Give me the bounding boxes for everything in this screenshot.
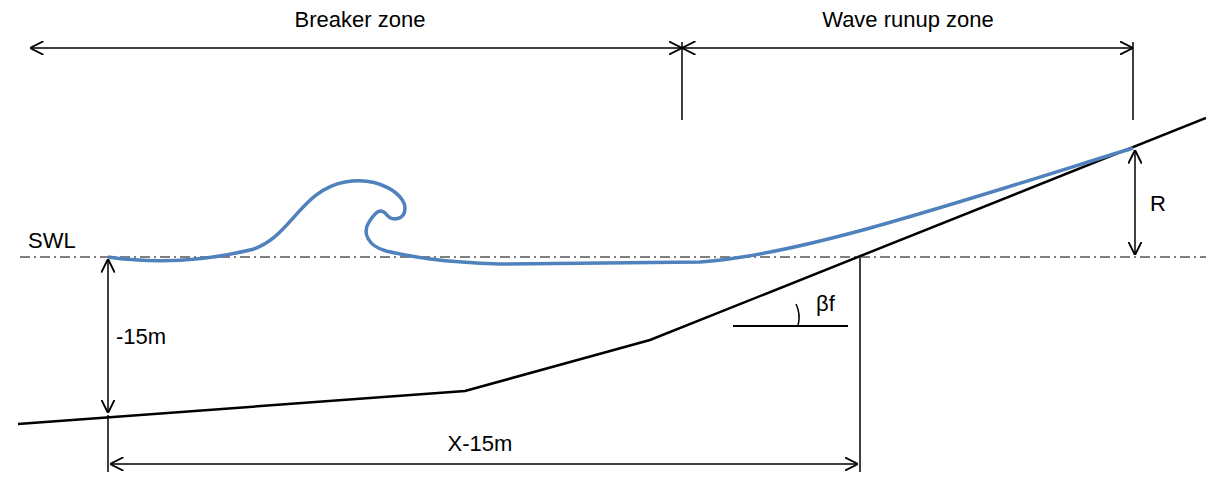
water-level-label: SWL [28,230,76,252]
breaker-zone-arrow [30,47,682,49]
horizontal-reference [733,325,848,327]
seabed-profile [18,118,1206,424]
distance-label: X-15m [448,433,513,455]
runup-zone-arrow [682,47,1133,49]
angle-arc [796,304,799,326]
distance-arrow [110,463,858,465]
distance-tick [859,258,861,472]
distance-tick [107,415,109,472]
depth-label: -15m [116,326,166,348]
runup-height-arrow [1134,150,1136,255]
zone-end-tick [1132,42,1134,120]
zone-label: Wave runup zone [822,9,994,31]
angle-label: βf [816,293,835,315]
zone-divider-tick [681,42,683,120]
zone-label: Breaker zone [295,9,426,31]
runup-label: R [1150,193,1166,215]
depth-arrow [107,259,109,413]
wave-surface [108,148,1133,264]
